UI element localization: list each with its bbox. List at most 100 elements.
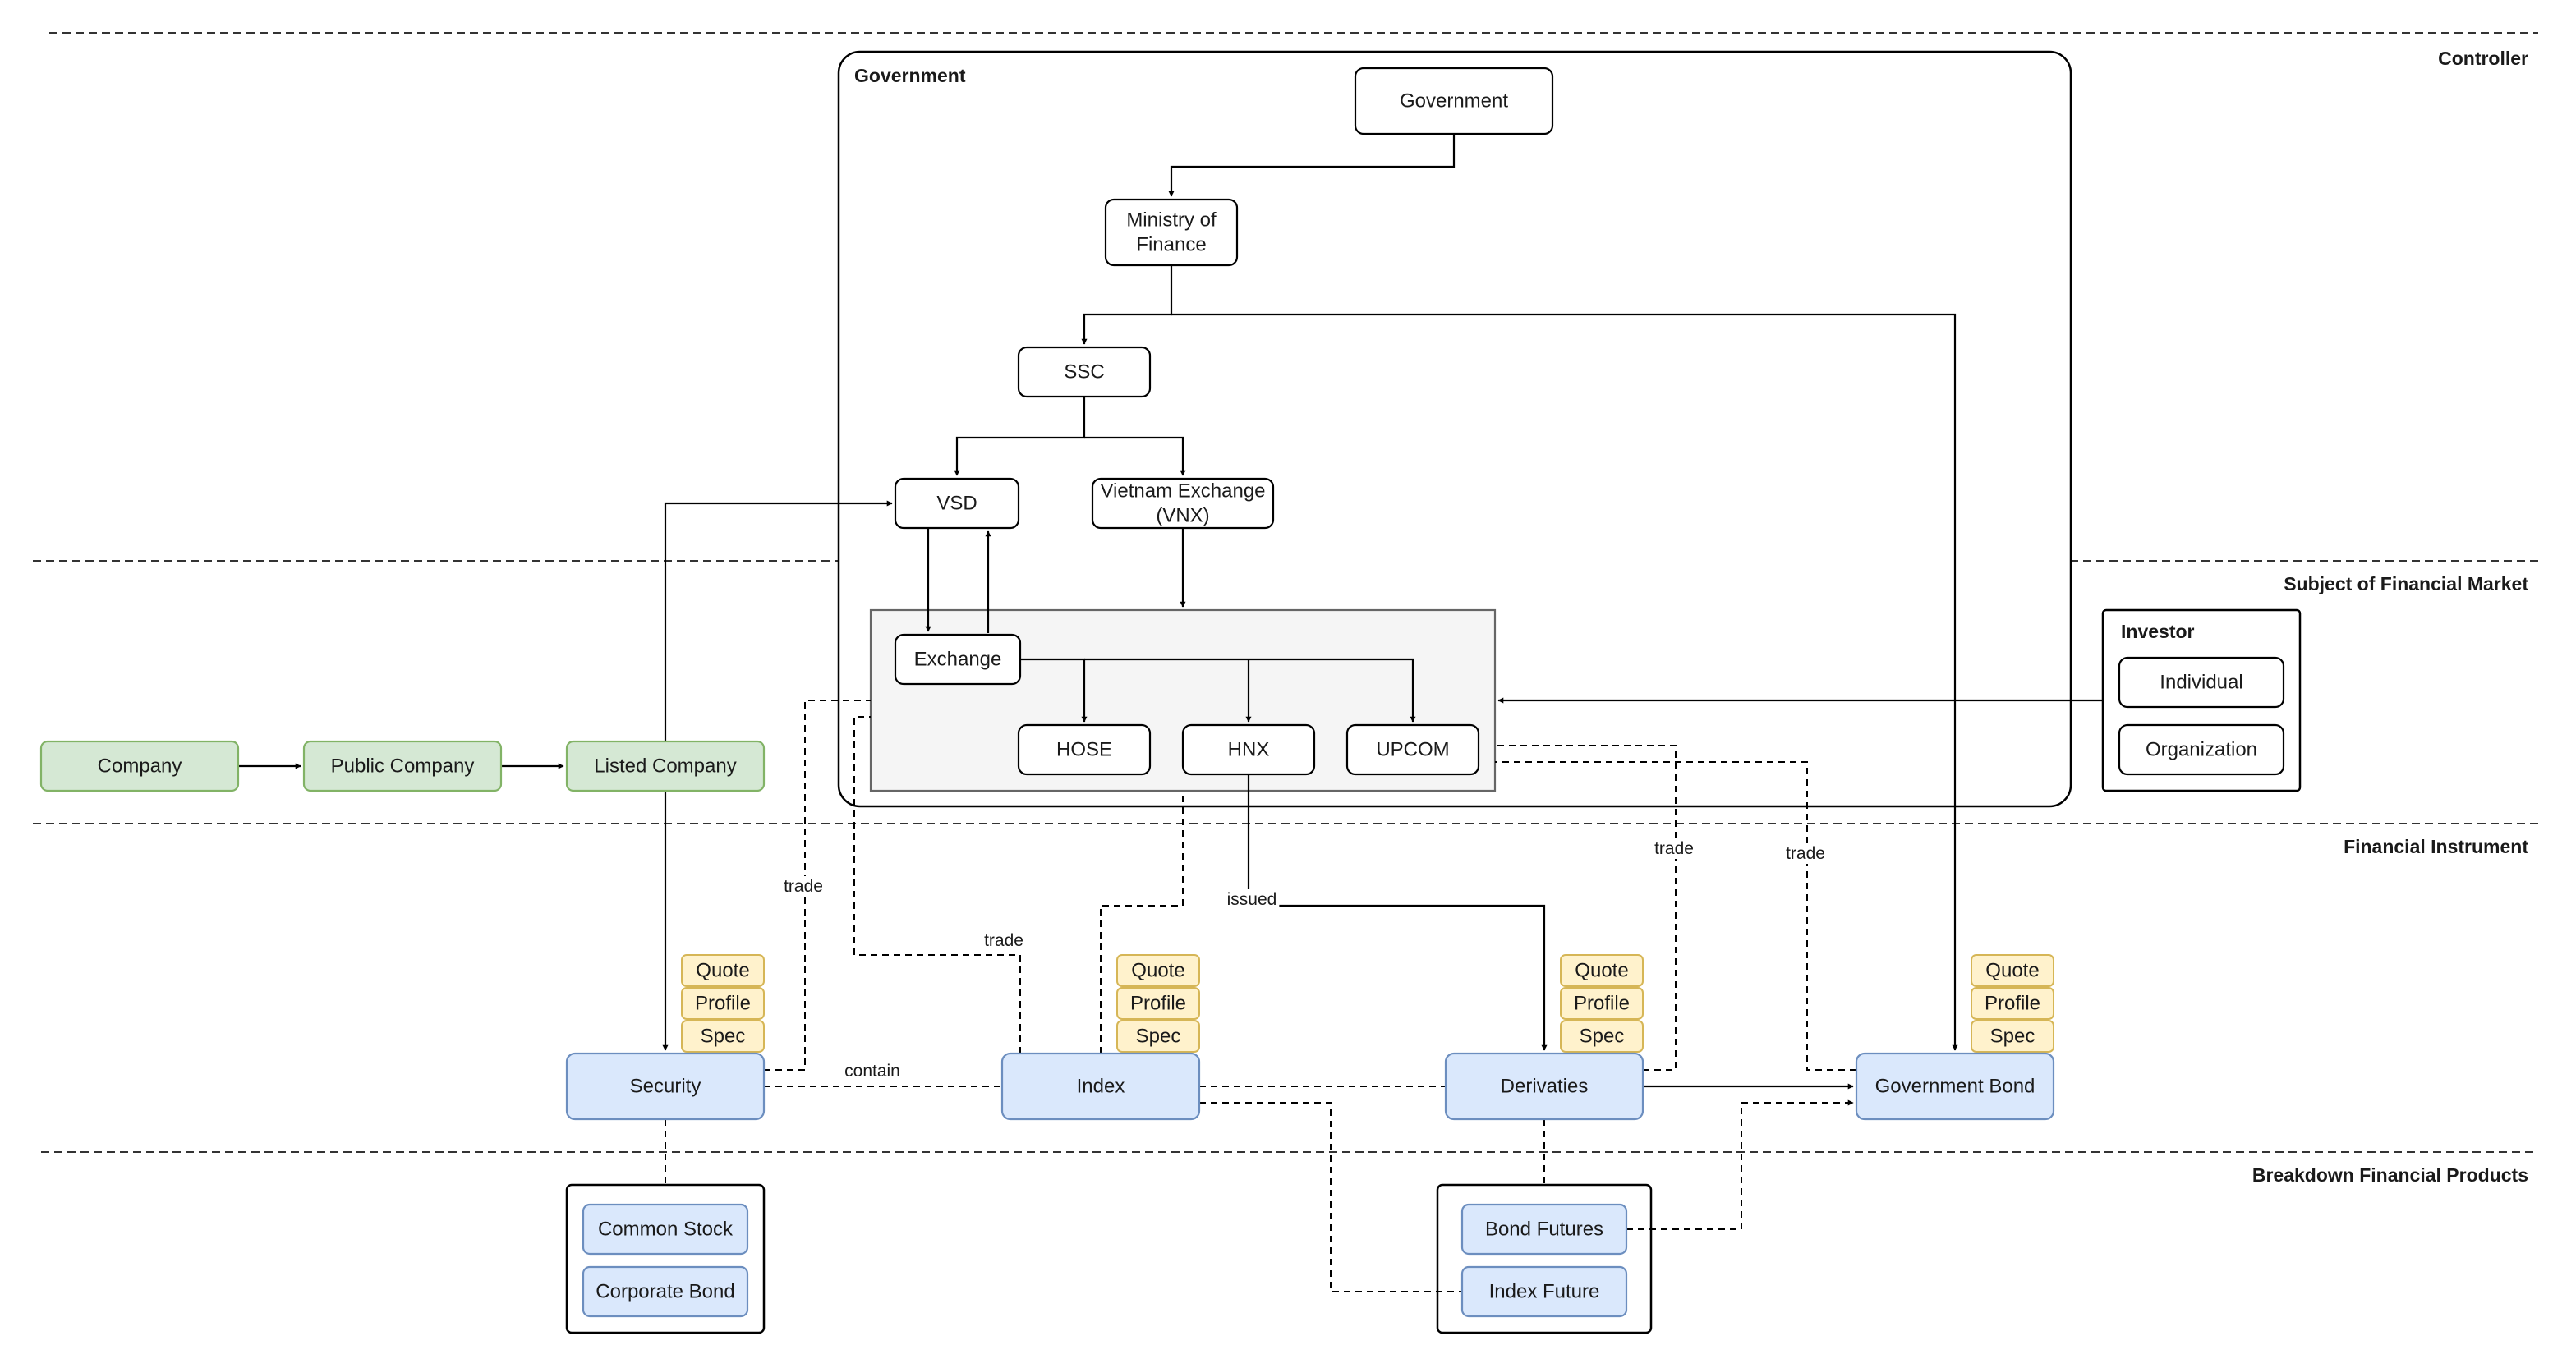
security-spec-label: Spec	[701, 1026, 746, 1048]
individual-label: Individual	[2160, 672, 2242, 694]
index-node[interactable]: Index	[1000, 1052, 1201, 1121]
common-stock-node[interactable]: Common Stock	[582, 1203, 749, 1256]
vsd-label: VSD	[936, 493, 977, 515]
company-node[interactable]: Company	[39, 740, 240, 792]
edge-label-trade-derivaties: trade	[1654, 839, 1694, 858]
government-container-label: Government	[854, 65, 966, 86]
exchange-node[interactable]: Exchange	[894, 633, 1022, 686]
hnx-node[interactable]: HNX	[1181, 723, 1316, 776]
listed-company-label: Listed Company	[594, 755, 736, 778]
index-spec-label: Spec	[1136, 1026, 1181, 1048]
corporate-bond-label: Corporate Bond	[596, 1281, 734, 1303]
derivaties-label: Derivaties	[1501, 1076, 1589, 1098]
band-label-breakdown: Breakdown Financial Products	[2252, 1164, 2528, 1186]
derivaties-profile-tag[interactable]: Profile	[1560, 987, 1644, 1020]
hnx-label: HNX	[1228, 739, 1270, 761]
edge-ssc-vsd	[954, 397, 1086, 476]
upcom-label: UPCOM	[1376, 739, 1449, 761]
index-label: Index	[1077, 1076, 1125, 1098]
hose-node[interactable]: HOSE	[1017, 723, 1152, 776]
exchange-label: Exchange	[914, 649, 1002, 671]
ssc-node[interactable]: SSC	[1017, 346, 1152, 398]
edge-label-trade-index: trade	[984, 931, 1024, 950]
vsd-node[interactable]: VSD	[894, 477, 1020, 530]
investor-container-label: Investor	[2121, 621, 2195, 642]
edge-index-index-future	[1199, 1102, 1462, 1292]
edge-bond-trade	[1495, 761, 1856, 1071]
government-bond-node[interactable]: Government Bond	[1855, 1052, 2055, 1121]
government-node-label: Government	[1400, 90, 1508, 112]
edge-ssc-vnx	[1084, 436, 1186, 476]
derivaties-quote-tag[interactable]: Quote	[1560, 954, 1644, 987]
solid-edges	[238, 134, 2103, 1090]
organization-label: Organization	[2146, 739, 2257, 761]
edge-security-trade	[764, 700, 871, 1071]
corporate-bond-node[interactable]: Corporate Bond	[582, 1265, 749, 1318]
index-quote-tag[interactable]: Quote	[1116, 954, 1200, 987]
edge-ministry-government-bond	[1171, 313, 1958, 1051]
public-company-node[interactable]: Public Company	[302, 740, 503, 792]
individual-node[interactable]: Individual	[2118, 656, 2285, 709]
edge-government-ministry	[1168, 134, 1456, 197]
band-label-subject: Subject of Financial Market	[2284, 573, 2528, 594]
vietnam-exchange-node[interactable]: Vietnam Exchange(VNX)	[1091, 477, 1275, 530]
security-profile-tag[interactable]: Profile	[681, 987, 765, 1020]
edge-index-exchange	[1100, 791, 1184, 1054]
derivaties-profile-label: Profile	[1574, 993, 1630, 1015]
band-label-instrument: Financial Instrument	[2344, 836, 2528, 857]
index-profile-label: Profile	[1130, 993, 1186, 1015]
derivaties-attribute-stack: Quote Profile Spec	[1560, 954, 1644, 1053]
security-attribute-stack: Quote Profile Spec	[681, 954, 765, 1053]
band-label-controller: Controller	[2438, 48, 2528, 69]
bond-futures-node[interactable]: Bond Futures	[1460, 1203, 1628, 1256]
edge-label-trade-security: trade	[784, 877, 823, 896]
index-attribute-stack: Quote Profile Spec	[1116, 954, 1200, 1053]
government-bond-profile-tag[interactable]: Profile	[1971, 987, 2054, 1020]
edge-index-trade	[853, 716, 1021, 1054]
organization-node[interactable]: Organization	[2118, 723, 2285, 776]
common-stock-label: Common Stock	[598, 1219, 734, 1241]
vietnam-exchange-label: Vietnam Exchange(VNX)	[1100, 480, 1265, 527]
listed-company-node[interactable]: Listed Company	[565, 740, 766, 792]
government-bond-profile-label: Profile	[1985, 993, 2040, 1015]
ssc-label: SSC	[1064, 361, 1104, 383]
index-quote-label: Quote	[1131, 960, 1184, 982]
edge-listed-vsd	[664, 500, 893, 741]
edge-label-contain: contain	[844, 1062, 900, 1081]
edge-label-issued: issued	[1227, 890, 1277, 909]
derivaties-node[interactable]: Derivaties	[1444, 1052, 1644, 1121]
bond-futures-label: Bond Futures	[1485, 1219, 1603, 1241]
security-label: Security	[630, 1076, 702, 1098]
government-bond-spec-tag[interactable]: Spec	[1971, 1020, 2054, 1053]
security-node[interactable]: Security	[565, 1052, 766, 1121]
government-node[interactable]: Government	[1354, 67, 1554, 135]
derivaties-quote-label: Quote	[1575, 960, 1628, 982]
index-spec-tag[interactable]: Spec	[1116, 1020, 1200, 1053]
edge-label-trade-bond: trade	[1786, 844, 1825, 863]
security-quote-label: Quote	[696, 960, 749, 982]
government-bond-quote-label: Quote	[1985, 960, 2039, 982]
index-future-node[interactable]: Index Future	[1460, 1265, 1628, 1318]
government-bond-spec-label: Spec	[1990, 1026, 2036, 1048]
dashed-edges	[665, 700, 1856, 1292]
company-label: Company	[98, 755, 182, 778]
derivaties-spec-label: Spec	[1580, 1026, 1625, 1048]
upcom-node[interactable]: UPCOM	[1346, 723, 1480, 776]
edge-bond-futures-government-bond	[1626, 1099, 1854, 1230]
security-spec-tag[interactable]: Spec	[681, 1020, 765, 1053]
public-company-label: Public Company	[331, 755, 475, 778]
government-bond-quote-tag[interactable]: Quote	[1971, 954, 2054, 987]
government-bond-attribute-stack: Quote Profile Spec	[1971, 954, 2054, 1053]
security-profile-label: Profile	[695, 993, 751, 1015]
derivaties-spec-tag[interactable]: Spec	[1560, 1020, 1644, 1053]
government-bond-label: Government Bond	[1875, 1076, 2036, 1098]
edge-derivaties-trade	[1495, 745, 1677, 1071]
edge-exchange-upcom	[1249, 658, 1416, 723]
edge-hnx-derivaties	[1247, 774, 1548, 1051]
index-profile-tag[interactable]: Profile	[1116, 987, 1200, 1020]
index-future-label: Index Future	[1489, 1281, 1600, 1303]
hose-label: HOSE	[1056, 739, 1112, 761]
security-quote-tag[interactable]: Quote	[681, 954, 765, 987]
